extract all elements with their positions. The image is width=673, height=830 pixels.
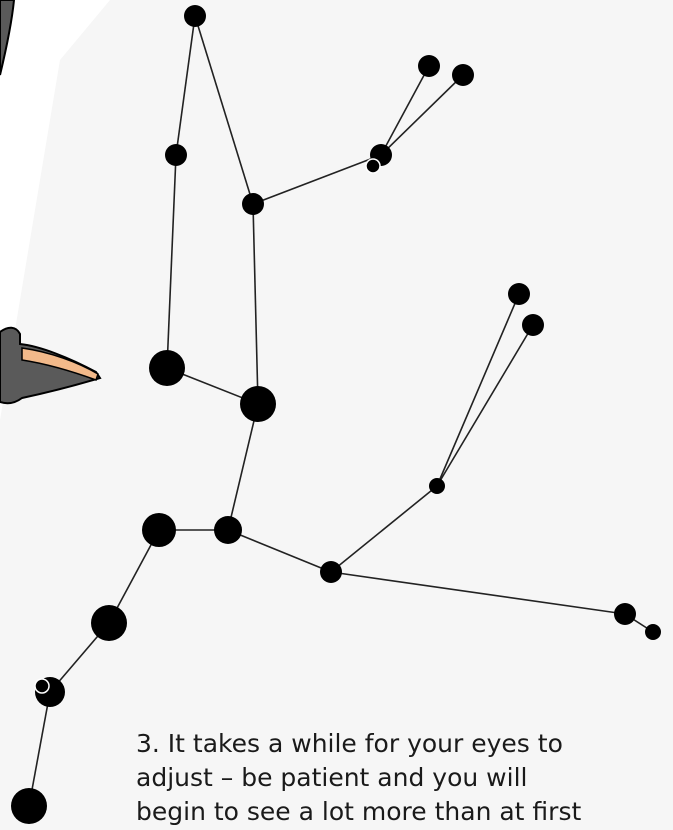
partial-cartoon-figure — [0, 0, 102, 405]
node — [165, 144, 187, 166]
caption-line: 3. It takes a while for your eyes to — [136, 729, 563, 758]
node — [242, 193, 264, 215]
cartoon-skin — [21, 347, 99, 381]
caption-line: begin to see a lot more than at first — [136, 797, 582, 826]
node — [418, 55, 440, 77]
node — [142, 513, 176, 547]
node — [645, 624, 661, 640]
node — [91, 605, 127, 641]
caption-text: 3. It takes a while for your eyes to adj… — [136, 727, 673, 829]
diagram-nodes — [11, 5, 661, 824]
caption-line: adjust – be patient and you will — [136, 763, 528, 792]
node — [508, 283, 530, 305]
node — [184, 5, 206, 27]
node — [11, 788, 47, 824]
node — [452, 64, 474, 86]
node — [214, 516, 242, 544]
node — [365, 158, 381, 174]
node — [320, 561, 342, 583]
node — [429, 478, 445, 494]
node — [240, 386, 276, 422]
cartoon-arm-top — [0, 0, 16, 76]
node — [522, 314, 544, 336]
node — [34, 678, 50, 694]
node — [614, 603, 636, 625]
node — [149, 350, 185, 386]
